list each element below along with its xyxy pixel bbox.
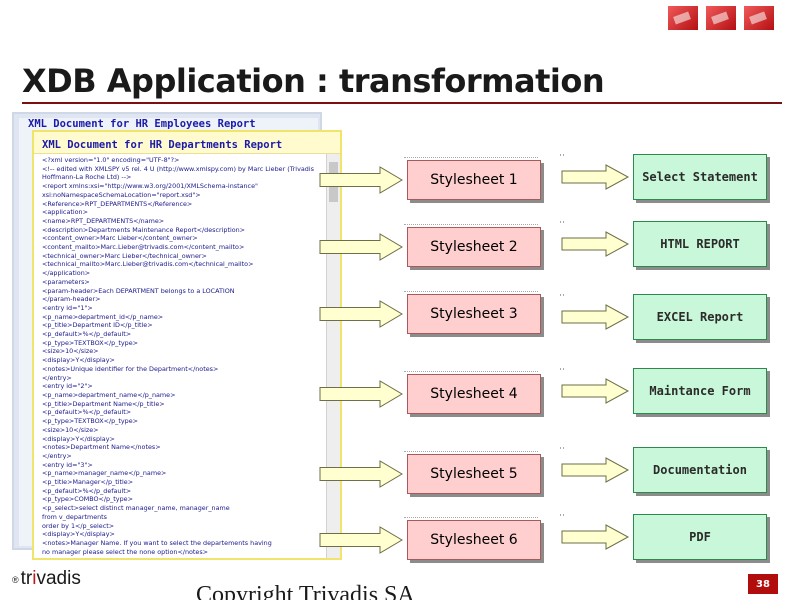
stylesheet-box-1: Stylesheet 1 — [404, 157, 541, 200]
arrow-to-output-4 — [561, 378, 630, 404]
xml-code-line: <p_type>COMBO</p_type> — [42, 495, 133, 504]
xml-code-line: <param-header>Each DEPARTMENT belongs to… — [42, 286, 235, 295]
arrow-to-output-2 — [561, 231, 630, 257]
xml-code-line: <parameters> — [42, 277, 90, 286]
arrow-to-output-5 — [561, 457, 630, 483]
xml-code-line: <p_name>department_name</p_name> — [42, 390, 176, 399]
xml-code-line: <p_default>%</p_default> — [42, 486, 132, 495]
arrow-to-output-3 — [561, 304, 630, 330]
output-select-statement: Select Statement — [633, 154, 767, 200]
xml-code-line: <description>Departments Maintenance Rep… — [42, 225, 246, 234]
xml-code-line: </application> — [42, 269, 91, 278]
xml-code-line: <content_mailto>Marc.Lieber@trivadis.com… — [42, 243, 245, 252]
xml-code-line: no manager please select the none option… — [42, 547, 209, 556]
xml-code-line: <p_default>%</p_default> — [42, 408, 132, 417]
xml-code-line: <notes>Department Name</notes> — [42, 443, 161, 452]
title-divider — [22, 102, 782, 104]
xml-document-header — [34, 132, 340, 154]
copyright-text: Copyright Trivadis SA — [196, 582, 415, 600]
xml-code-line: <p_type>TEXTBOX</p_type> — [42, 338, 139, 347]
xml-code-line: </entry> — [42, 451, 72, 460]
output-pdf: PDF — [633, 514, 767, 560]
arrow-to-output-6 — [561, 524, 630, 550]
xml-code-line: </param-header> — [42, 295, 101, 304]
xml-code-listing: <?xml version="1.0" encoding="UTF-8"?><!… — [42, 156, 320, 556]
trivadis-logo: ®trivadis — [12, 568, 81, 589]
xml-code-line: <application> — [42, 208, 88, 217]
xml-scrollbar-thumb[interactable] — [329, 162, 338, 202]
xml-code-line: <p_type>TEXTBOX</p_type> — [42, 417, 139, 426]
xml-code-line: <!-- edited with XMLSPY v5 rel. 4 U (htt… — [42, 164, 314, 173]
xml-code-line: <display>Y</display> — [42, 434, 115, 443]
output-html-report: HTML REPORT — [633, 221, 767, 267]
xml-code-line: <technical_mailto>Marc.Lieber@trivadis.c… — [42, 260, 254, 269]
stylesheet-box-2: Stylesheet 2 — [404, 224, 541, 267]
xml-code-line: <entry id="3"> — [42, 460, 93, 469]
output-maintance-form: Maintance Form — [633, 368, 767, 414]
xml-code-line: <Reference>RPT_DEPARTMENTS</Reference> — [42, 199, 193, 208]
xml-code-line: <technical_owner>Marc Lieber</technical_… — [42, 251, 207, 260]
xml-code-line: <size>10</size> — [42, 425, 99, 434]
xml-code-line: <size>10</size> — [42, 347, 99, 356]
xml-code-line: <notes>Unique identifier for the Departm… — [42, 364, 219, 373]
logo-square — [668, 6, 698, 30]
stylesheet-box-3: Stylesheet 3 — [404, 291, 541, 334]
xml-code-line: <display>Y</display> — [42, 356, 115, 365]
header-logo-graphics — [668, 6, 774, 30]
logo-square — [706, 6, 736, 30]
xml-code-line: <report xmlns:xsi="http://www.w3.org/200… — [42, 182, 258, 191]
xml-code-line: </entry> — [42, 373, 72, 382]
xml-code-line: Hoffmann-La Roche Ltd) --> — [42, 173, 132, 182]
xml-code-line: <notes>Manager Name. If you want to sele… — [42, 538, 272, 547]
xml-code-line: <?xml version="1.0" encoding="UTF-8"?> — [42, 156, 180, 164]
xml-code-line: from v_departments — [42, 512, 108, 521]
xml-document-employees-title: XML Document for HR Employees Report — [28, 118, 256, 130]
stylesheet-box-5: Stylesheet 5 — [404, 451, 541, 494]
xml-code-line: <p_select>select distinct manager_name, … — [42, 504, 230, 513]
xml-scrollbar[interactable] — [326, 154, 340, 558]
slide-title: XDB Application : transformation — [22, 62, 605, 100]
xml-code-line: <entry id="2"> — [42, 382, 93, 391]
page-number-badge: 38 — [748, 574, 778, 594]
xml-code-line: <p_title>Manager</p_title> — [42, 478, 134, 487]
arrow-to-output-1 — [561, 164, 630, 190]
logo-square — [744, 6, 774, 30]
xml-code-line: <p_name>manager_name</p_name> — [42, 469, 167, 478]
stylesheet-box-4: Stylesheet 4 — [404, 371, 541, 414]
xml-code-line: xsi:noNamespaceSchemaLocation="report.xs… — [42, 190, 201, 199]
stylesheet-box-6: Stylesheet 6 — [404, 517, 541, 560]
xml-code-line: <entry id="1"> — [42, 303, 93, 312]
xml-code-line: <p_default>%</p_default> — [42, 330, 132, 339]
xml-code-line: <p_title>Department Name</p_title> — [42, 399, 165, 408]
xml-document-departments-title: XML Document for HR Departments Report — [42, 139, 283, 151]
output-documentation: Documentation — [633, 447, 767, 493]
xml-code-line: <display>Y</display> — [42, 530, 115, 539]
xml-code-line: <name>RPT_DEPARTMENTS</name> — [42, 216, 165, 225]
xml-code-line: <p_title>Department ID</p_title> — [42, 321, 153, 330]
xml-code-line: <p_name>department_id</p_name> — [42, 312, 164, 321]
xml-code-line: order by 1</p_select> — [42, 521, 115, 530]
output-excel-report: EXCEL Report — [633, 294, 767, 340]
xml-code-line: <content_owner>Marc Lieber</content_owne… — [42, 234, 198, 243]
xml-document-departments: XML Document for HR Departments Report <… — [32, 130, 342, 560]
